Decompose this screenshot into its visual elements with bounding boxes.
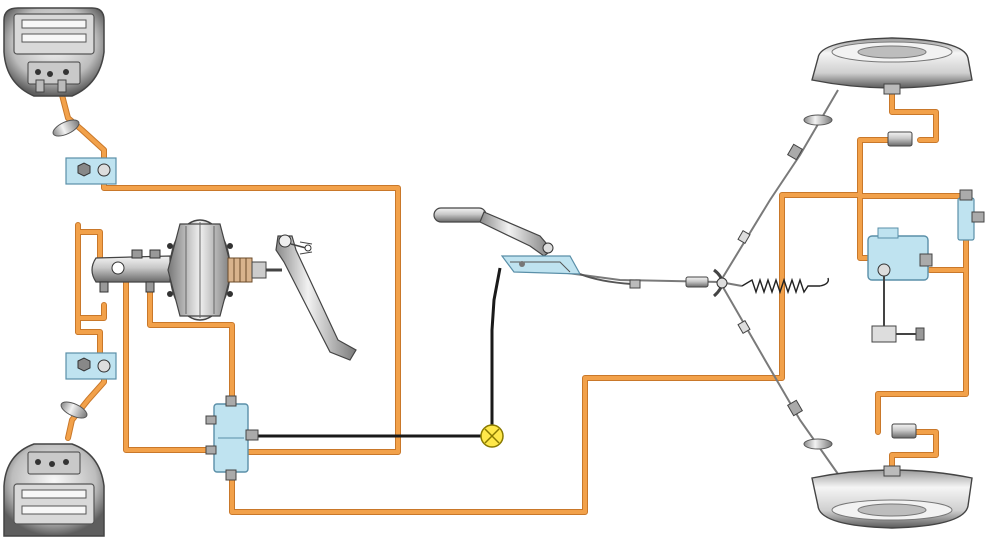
brake-lines <box>59 89 969 515</box>
master-cylinder-icon <box>91 249 171 293</box>
rear-right-drum-brake-icon <box>811 465 973 529</box>
rear-left-bracket-icon <box>65 352 117 380</box>
front-left-disc-brake-icon <box>3 7 105 97</box>
cable-equalizer-icon <box>712 268 728 298</box>
brake-pedal-icon <box>275 234 357 361</box>
rear-tee-fitting-icon <box>957 189 985 241</box>
handbrake-lever-icon <box>433 207 709 289</box>
rear-left-hose-icon <box>60 401 88 419</box>
line-fittings <box>887 131 917 439</box>
front-left-bracket-icon <box>65 157 117 185</box>
pressure-regulator-icon <box>867 227 933 343</box>
warning-lamp-icon <box>480 424 504 448</box>
front-right-drum-brake-icon <box>811 37 973 95</box>
brake-booster-icon <box>167 219 282 321</box>
front-left-hose-icon <box>52 119 80 137</box>
return-spring-icon <box>741 277 830 295</box>
warning-lamp-wire <box>248 267 502 438</box>
cable-clips <box>737 114 833 450</box>
pressure-distributor-icon <box>205 395 259 481</box>
rear-left-disc-brake-icon <box>3 443 105 537</box>
